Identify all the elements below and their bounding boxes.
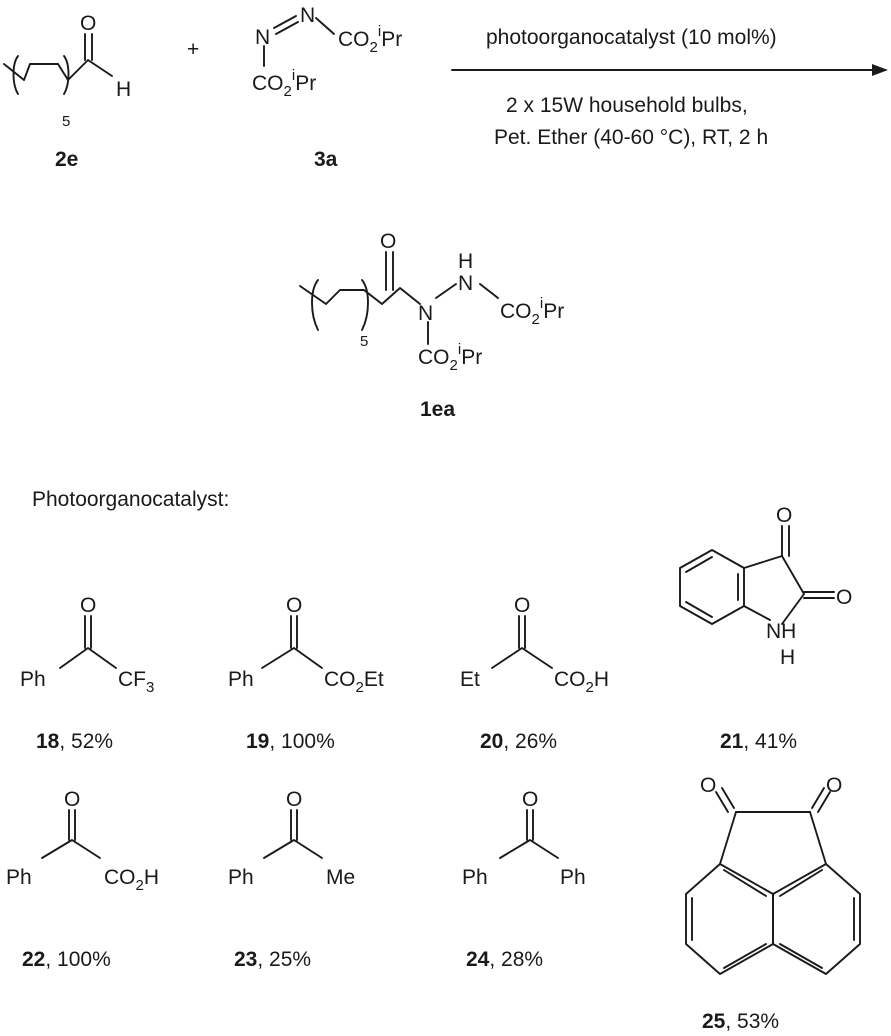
catalyst-19-left-group: Ph bbox=[228, 668, 254, 691]
product-1ea-structure: O N N H 5 CO2iPr CO2iPr bbox=[299, 230, 564, 374]
catalyst-section-title: Photoorganocatalyst: bbox=[32, 488, 229, 511]
azo-3a-structure: N N CO2iPr CO2iPr bbox=[252, 4, 402, 100]
catalyst-18-structure: O Ph CF3 bbox=[20, 594, 154, 696]
catalyst-21-nh: NH bbox=[766, 620, 796, 643]
catalyst-25-structure: O O bbox=[685, 774, 861, 975]
catalyst-24-left-group: Ph bbox=[462, 866, 488, 889]
compound-1ea-label: 1ea bbox=[420, 398, 455, 421]
conditions-light: 2 x 15W household bulbs, bbox=[506, 94, 748, 117]
product-nh-hydrogen: H bbox=[458, 250, 473, 273]
catalyst-18-caption: 18, 52% bbox=[36, 730, 113, 753]
catalyst-23-oxygen: O bbox=[286, 788, 302, 811]
product-oxygen-label: O bbox=[380, 230, 396, 253]
catalyst-22-left-group: Ph bbox=[6, 866, 32, 889]
catalyst-20-caption: 20, 26% bbox=[480, 730, 557, 753]
conditions-solvent: Pet. Ether (40-60 °C), RT, 2 h bbox=[494, 126, 768, 149]
azo-ester-bottom: CO2iPr bbox=[252, 67, 316, 100]
catalyst-22-caption: 22, 100% bbox=[22, 948, 111, 971]
catalyst-20-right-group: CO2H bbox=[554, 668, 609, 696]
catalyst-25-caption: 25, 53% bbox=[702, 1010, 779, 1033]
catalyst-24-structure: O Ph Ph bbox=[462, 788, 586, 889]
catalyst-21-caption: 21, 41% bbox=[720, 730, 797, 753]
catalyst-21-h: H bbox=[780, 646, 795, 669]
aldehyde-hydrogen-label: H bbox=[116, 78, 131, 101]
catalyst-24-caption: 24, 28% bbox=[466, 948, 543, 971]
product-nitrogen-2: N bbox=[458, 272, 473, 295]
catalyst-22-oxygen: O bbox=[64, 788, 80, 811]
catalyst-21-oxygen-right: O bbox=[836, 586, 852, 609]
compound-2e-label: 2e bbox=[55, 148, 78, 171]
catalyst-20-left-group: Et bbox=[460, 668, 480, 691]
conditions-catalyst: photoorganocatalyst (10 mol%) bbox=[486, 26, 777, 49]
azo-nitrogen-1: N bbox=[255, 26, 270, 49]
catalyst-25-oxygen-left: O bbox=[700, 774, 716, 797]
compound-3a-label: 3a bbox=[314, 148, 338, 171]
azo-nitrogen-2: N bbox=[300, 4, 315, 27]
catalyst-23-right-group: Me bbox=[326, 866, 355, 889]
azo-ester-top: CO2iPr bbox=[338, 23, 402, 56]
catalyst-21-structure: O O NH H bbox=[679, 504, 852, 669]
catalyst-19-oxygen: O bbox=[286, 594, 302, 617]
catalyst-23-left-group: Ph bbox=[228, 866, 254, 889]
catalyst-24-right-group: Ph bbox=[560, 866, 586, 889]
reaction-arrow bbox=[451, 64, 888, 76]
product-repeat-count: 5 bbox=[360, 333, 368, 350]
catalyst-21-oxygen-top: O bbox=[776, 504, 792, 527]
catalyst-23-structure: O Ph Me bbox=[228, 788, 355, 889]
aldehyde-2e-structure: O H 5 bbox=[3, 12, 131, 130]
catalyst-18-right-group: CF3 bbox=[118, 668, 154, 696]
catalyst-19-structure: O Ph CO2Et bbox=[228, 594, 384, 696]
catalyst-22-structure: O Ph CO2H bbox=[6, 788, 159, 894]
aldehyde-oxygen-label: O bbox=[80, 12, 96, 35]
aldehyde-repeat-count: 5 bbox=[62, 113, 70, 130]
catalyst-20-oxygen: O bbox=[514, 594, 530, 617]
catalyst-25-oxygen-right: O bbox=[826, 774, 842, 797]
catalyst-18-left-group: Ph bbox=[20, 668, 46, 691]
catalyst-19-caption: 19, 100% bbox=[246, 730, 335, 753]
catalyst-20-structure: O Et CO2H bbox=[460, 594, 609, 696]
plus-sign: + bbox=[187, 38, 199, 61]
catalyst-24-oxygen: O bbox=[522, 788, 538, 811]
product-ester-right: CO2iPr bbox=[500, 295, 564, 328]
catalyst-23-caption: 23, 25% bbox=[234, 948, 311, 971]
product-ester-bottom: CO2iPr bbox=[418, 341, 482, 374]
product-nitrogen-1: N bbox=[418, 302, 433, 325]
catalyst-18-oxygen: O bbox=[80, 594, 96, 617]
catalyst-22-right-group: CO2H bbox=[104, 866, 159, 894]
catalyst-19-right-group: CO2Et bbox=[324, 668, 384, 696]
